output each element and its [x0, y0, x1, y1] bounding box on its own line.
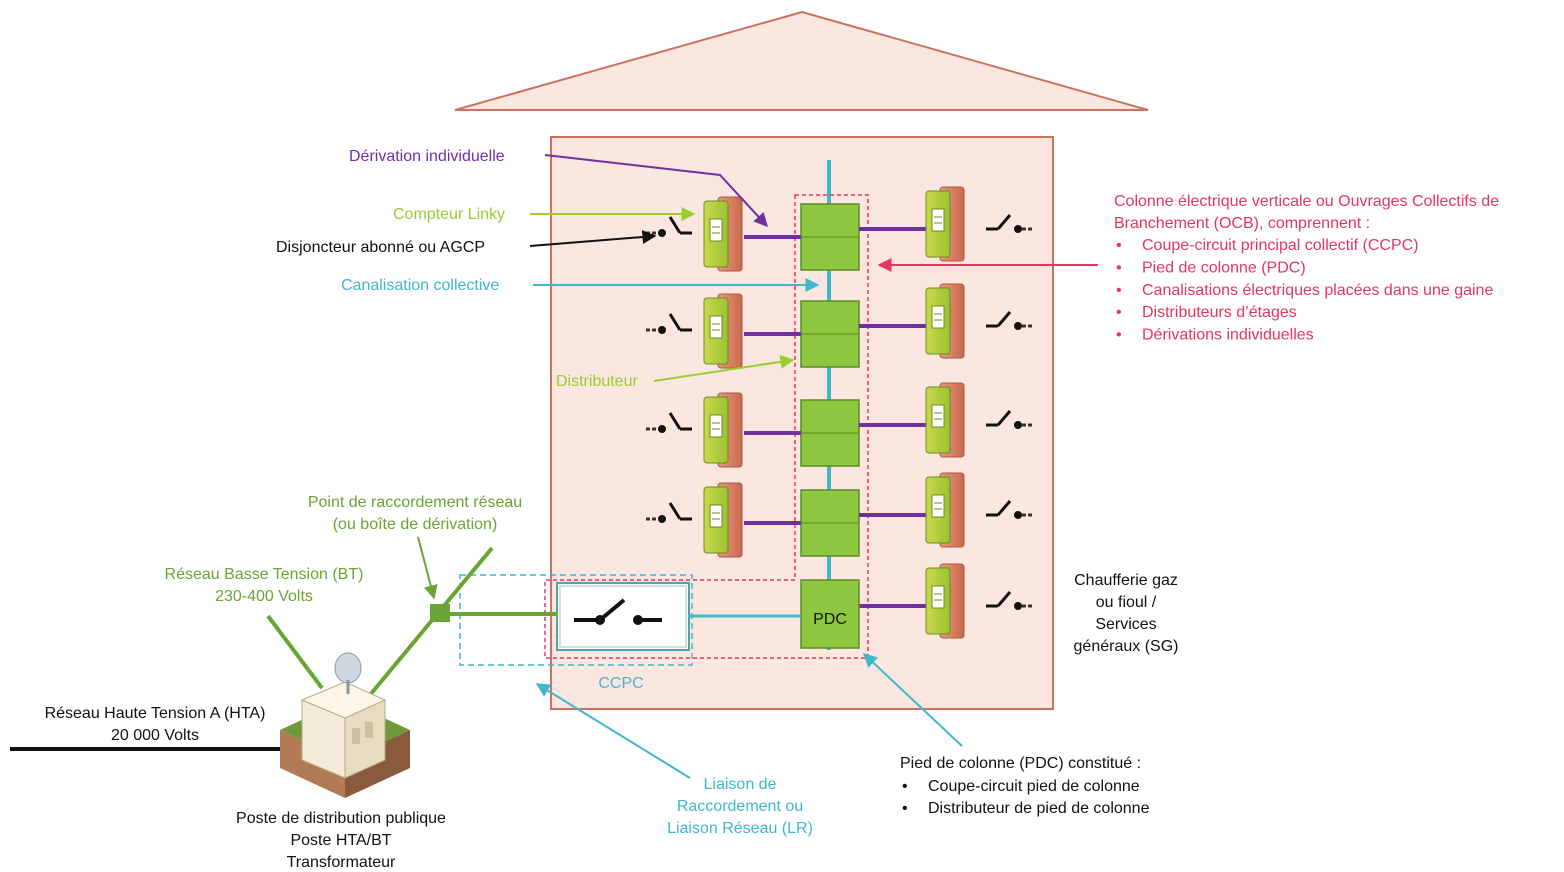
breaker-icon — [986, 410, 1034, 429]
pdc-list-bullet: • — [902, 778, 908, 795]
label-bt-1: Réseau Basse Tension (BT) — [165, 566, 364, 583]
label-ocb-2: Branchement (OCB), comprennent : — [1114, 215, 1370, 232]
arrow-pdc — [862, 653, 963, 747]
breaker-icon — [646, 502, 692, 523]
arrow-distributeur — [653, 354, 795, 382]
arrow-lr — [535, 683, 691, 779]
label-disjoncteur: Disjoncteur abonné ou AGCP — [276, 239, 485, 256]
linky-meter — [925, 382, 965, 458]
linky-meter — [703, 293, 743, 369]
ocb-list-bullet: • — [1116, 304, 1122, 321]
label-bt-2: 230-400 Volts — [215, 588, 313, 605]
ocb-list: • Coupe-circuit principal collectif (CCPC… — [1116, 237, 1493, 344]
breaker-icon — [646, 313, 692, 334]
breaker-icon — [986, 500, 1034, 519]
roof — [454, 10, 1149, 111]
label-chauf-1: Chaufferie gaz — [1074, 572, 1178, 589]
derivation-box — [430, 604, 450, 622]
linky-meter — [925, 186, 965, 262]
label-lr-1: Liaison de — [704, 776, 777, 793]
pdc-list: • Coupe-circuit pied de colonne • Distribut… — [902, 778, 1150, 817]
linky-meter — [703, 392, 743, 468]
label-point-2: (ou boîte de dérivation) — [333, 516, 498, 533]
linky-meter — [703, 482, 743, 558]
label-ocb-1: Colonne électrique verticale ou Ouvrages… — [1114, 193, 1499, 210]
label-chauf-2: ou fioul / — [1096, 594, 1157, 611]
linky-meter — [925, 472, 965, 548]
pdc-box: PDC — [800, 579, 860, 649]
label-chauf-4: généraux (SG) — [1074, 638, 1179, 655]
label-poste-2: Poste HTA/BT — [290, 832, 391, 849]
ocb-outline — [544, 194, 869, 659]
linky-meter — [925, 283, 965, 359]
label-derivation: Dérivation individuelle — [349, 148, 505, 165]
pdc-list-item: Distributeur de pied de colonne — [928, 800, 1150, 817]
breaker-icon — [986, 311, 1034, 330]
ocb-list-item: Distributeurs d’étages — [1142, 304, 1297, 321]
breaker-icon — [986, 591, 1034, 610]
ocb-list-bullet: • — [1116, 259, 1122, 276]
ccpc-switch — [556, 582, 690, 651]
ocb-list-item: Coupe-circuit principal collectif (CCPC) — [1142, 237, 1419, 254]
label-poste-3: Transformateur — [287, 854, 396, 871]
label-lr-2: Raccordement ou — [677, 798, 803, 815]
label-hta-1: Réseau Haute Tension A (HTA) — [45, 705, 266, 722]
label-pdc-title: Pied de colonne (PDC) constitué : — [900, 755, 1141, 772]
pdc-list-item: Coupe-circuit pied de colonne — [928, 778, 1140, 795]
label-distributeur: Distributeur — [556, 373, 638, 390]
pdc-list-bullet: • — [902, 800, 908, 817]
pdc-label: PDC — [813, 611, 847, 628]
linky-meter — [925, 563, 965, 639]
breaker-icon — [986, 214, 1034, 233]
ocb-list-bullet: • — [1116, 327, 1122, 344]
ccpc-outline — [459, 574, 693, 666]
bt-line-left — [266, 614, 324, 690]
arrow-point — [417, 536, 438, 600]
ocb-list-item: Dérivations individuelles — [1142, 327, 1314, 344]
label-poste-1: Poste de distribution publique — [236, 810, 446, 827]
label-compteur: Compteur Linky — [393, 206, 505, 223]
transformer-station — [280, 652, 410, 798]
ocb-list-item: Pied de colonne (PDC) — [1142, 259, 1306, 276]
floors — [646, 186, 1034, 639]
linky-meter — [703, 196, 743, 272]
breaker-icon — [646, 412, 692, 433]
label-hta-2: 20 000 Volts — [111, 727, 199, 744]
arrow-disjoncteur — [529, 230, 657, 247]
arrow-derivation — [544, 154, 768, 228]
floor-distributor — [800, 489, 860, 557]
label-point-1: Point de raccordement réseau — [308, 494, 522, 511]
label-canalisation: Canalisation collective — [341, 277, 499, 294]
floor-distributor — [800, 203, 860, 271]
floor-distributor — [800, 399, 860, 467]
ocb-list-bullet: • — [1116, 237, 1122, 254]
ocb-list-item: Canalisations électriques placées dans u… — [1142, 282, 1493, 299]
floor-distributor — [800, 300, 860, 368]
label-ccpc: CCPC — [598, 675, 643, 692]
label-chauf-3: Services — [1095, 616, 1156, 633]
ocb-list-bullet: • — [1116, 282, 1122, 299]
label-lr-3: Liaison Réseau (LR) — [667, 820, 813, 837]
